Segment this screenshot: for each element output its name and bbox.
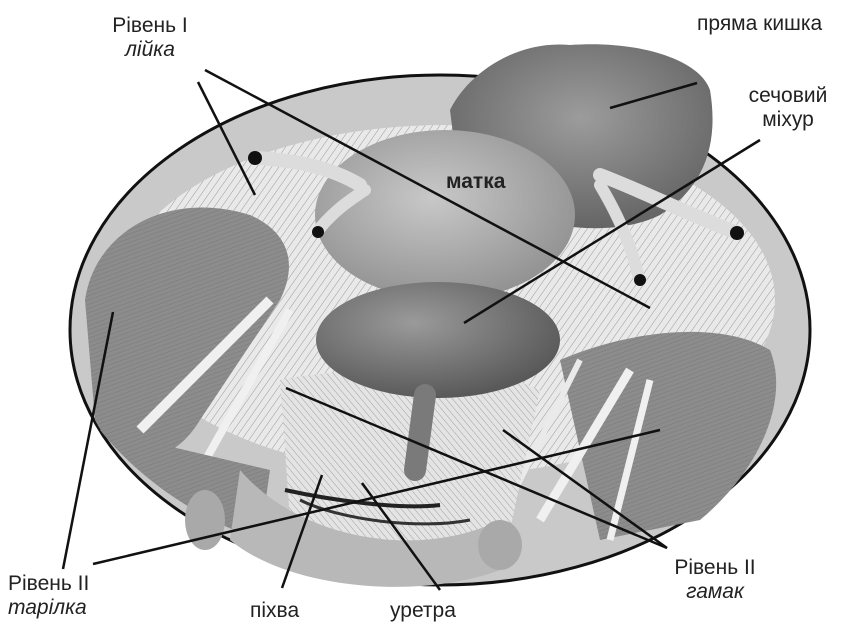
label-level2-hammock-subtitle: гамак [660,580,770,604]
label-level1-subtitle: лійка [95,38,205,62]
label-level1-title: Рівень I [95,14,205,38]
uterus-shape [315,130,575,300]
label-level2-hammock-title: Рівень II [660,556,770,580]
label-urethra: уретра [390,599,456,623]
label-level2-plate-subtitle: тарілка [8,596,89,620]
label-bladder-line2: міхур [738,108,838,132]
label-level2-hammock: Рівень II гамак [660,556,770,604]
label-bladder: сечовий міхур [738,84,838,132]
label-level1: Рівень I лійка [95,14,205,62]
label-uterus: матка [446,170,505,194]
label-bladder-line1: сечовий [738,84,838,108]
label-vagina: піхва [250,599,299,623]
label-level2-plate-title: Рівень II [8,572,89,596]
label-level2-plate: Рівень II тарілка [8,572,89,620]
label-rectum: пряма кишка [697,12,822,36]
